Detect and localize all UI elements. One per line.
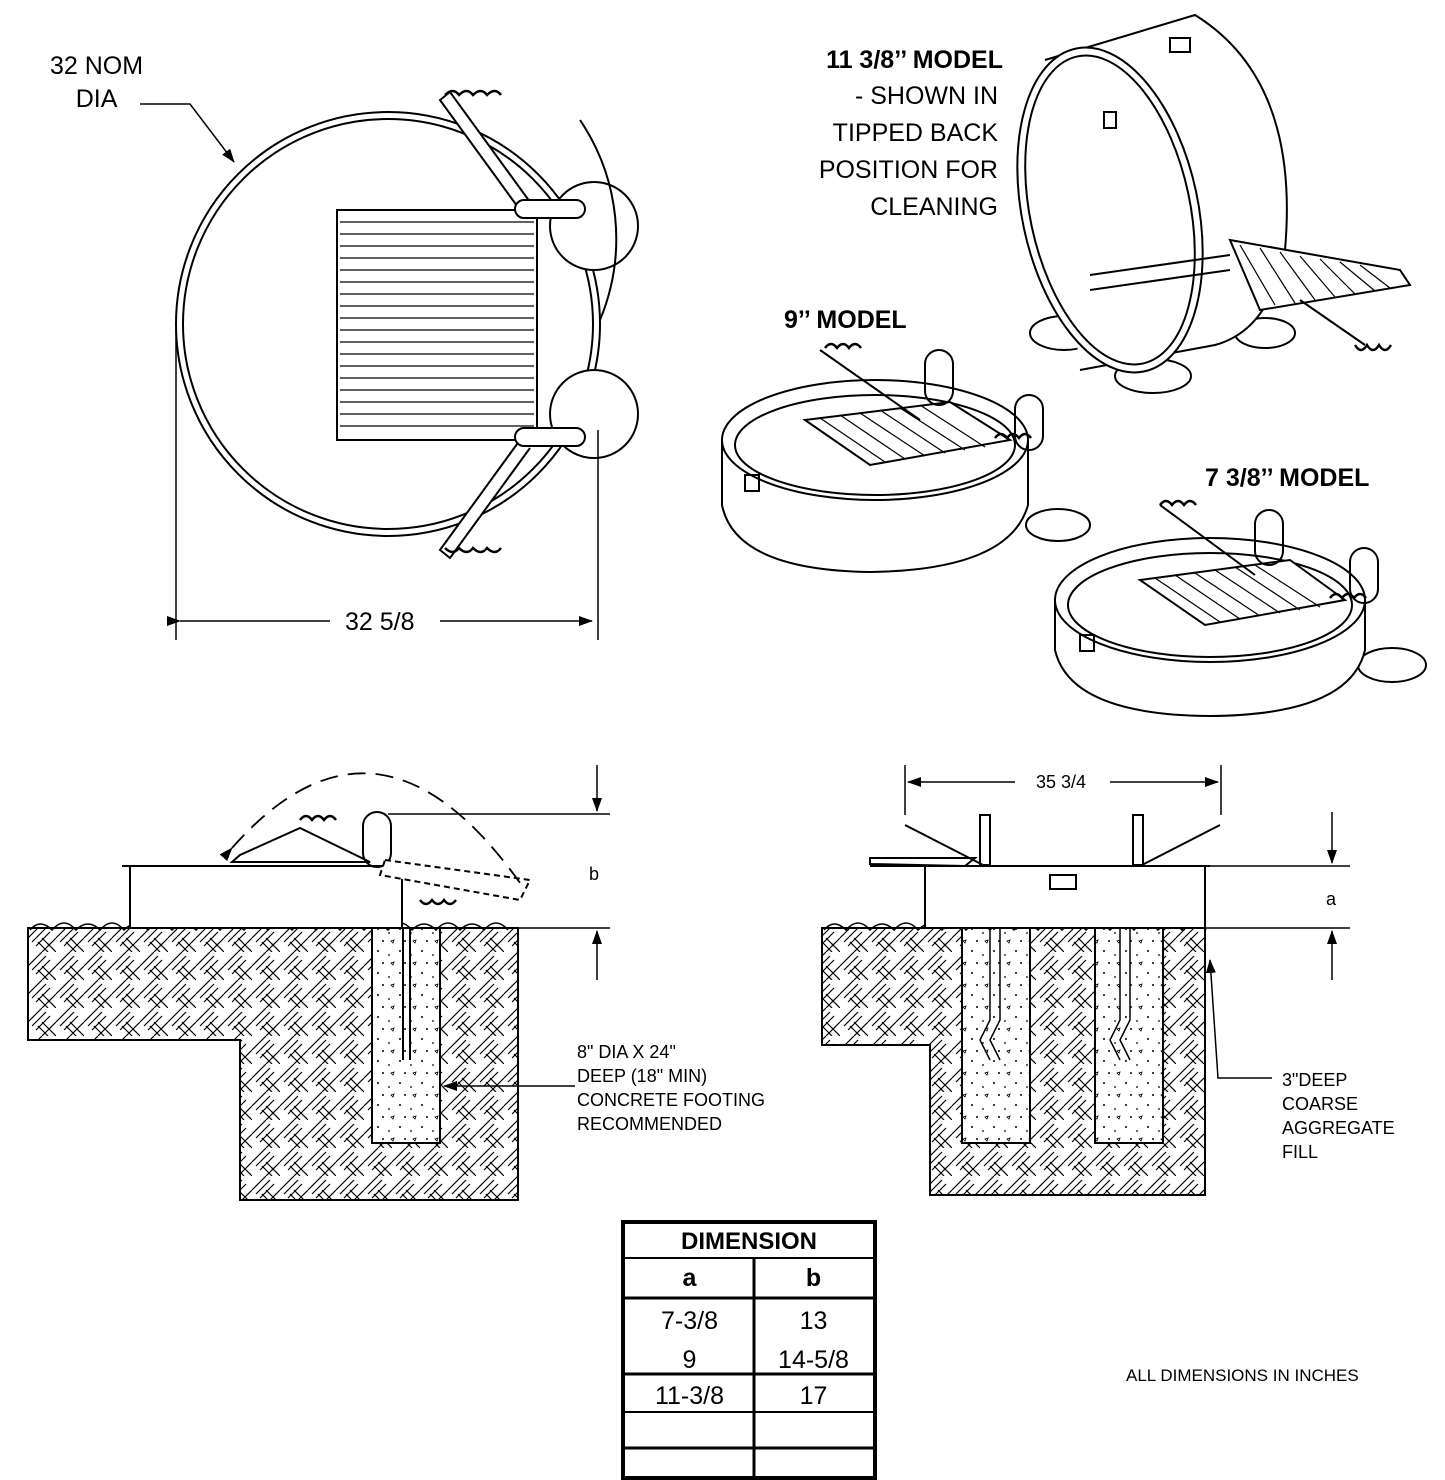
model-7-view: [1054, 499, 1427, 718]
label-model-11-note: - SHOWN IN TIPPED BACK POSITION FOR CLEA…: [818, 82, 998, 221]
table-cell-r3-b: 17: [799, 1382, 828, 1410]
tipped-grate: [1228, 238, 1412, 312]
ring-outer: [175, 111, 601, 537]
table-title: DIMENSION: [680, 1228, 817, 1255]
table-header-a: a: [682, 1264, 697, 1292]
anchor-pad-top: [549, 181, 639, 271]
label-model-9: 9’’ MODEL: [784, 306, 907, 334]
ground-left: [27, 927, 519, 1201]
model-9-view: [721, 342, 1091, 574]
handle-top: [438, 90, 531, 211]
footing-left: [371, 927, 441, 1144]
table-cell-r2-b: 14-5/8: [778, 1346, 849, 1374]
section-right: [821, 765, 1350, 1196]
label-dim-b: b: [589, 864, 600, 884]
label-aggregate-note: 3"DEEP COARSE AGGREGATE FILL: [1282, 1070, 1395, 1162]
section-left: [27, 765, 610, 1201]
label-model-11: 11 3/8’’ MODEL: [826, 46, 1003, 74]
grate-7: [1137, 558, 1348, 627]
label-units-note: ALL DIMENSIONS IN INCHES: [1126, 1366, 1359, 1385]
table-cell-r2-a: 9: [682, 1346, 697, 1374]
table-cell-r1-a: 7-3/8: [661, 1307, 718, 1335]
ring-inner: [182, 118, 594, 530]
grate-bars: [340, 221, 534, 427]
dimension-table: DIMENSION a b 7-3/8 13 9 14-5/8 11-3/8 1…: [621, 1220, 877, 1480]
fire-ring-technical-drawing: [27, 13, 1427, 1201]
label-width-right: 35 3/4: [1036, 772, 1087, 792]
tipped-ring: [1016, 46, 1204, 374]
plan-view: [140, 89, 639, 640]
label-dim-a: a: [1326, 889, 1337, 909]
model-11-view: [1016, 13, 1412, 394]
label-footing-note: 8" DIA X 24" DEEP (18" MIN) CONCRETE FOO…: [577, 1042, 765, 1134]
label-width-top: 32 5/8: [345, 608, 415, 636]
label-nom-dia: 32 NOM DIA: [50, 52, 144, 113]
label-model-7: 7 3/8’’ MODEL: [1205, 464, 1370, 492]
grate: [336, 209, 538, 441]
table-cell-r3-a: 11-3/8: [654, 1382, 725, 1410]
footing-right-1: [961, 927, 1031, 1144]
table-cell-r1-b: 13: [799, 1307, 828, 1335]
footing-right-2: [1094, 927, 1164, 1144]
handle-bottom: [438, 439, 531, 560]
table-header-b: b: [805, 1264, 822, 1292]
